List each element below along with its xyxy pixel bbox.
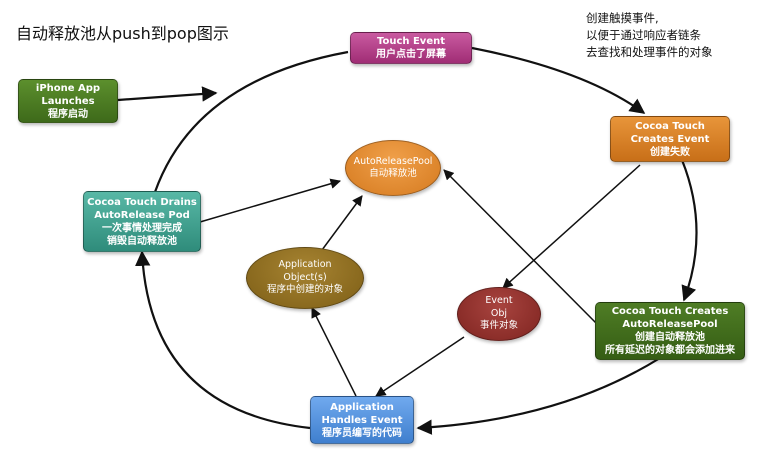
arrow-drains-to-pool <box>199 178 342 223</box>
node-label: Touch Event <box>376 36 446 47</box>
node-label: 一次事情处理完成 <box>102 222 182 234</box>
iphone-app-node: iPhone App Launches 程序启动 <box>18 79 118 123</box>
cocoa-drains-node: Cocoa Touch Drains AutoRelease Pod 一次事情处… <box>83 191 201 252</box>
note-line: 以便于通过响应者链条 <box>586 28 701 42</box>
note-line: 创建触摸事件, <box>586 11 659 25</box>
node-label: 程序中创建的对象 <box>266 284 343 296</box>
node-label: 用户点击了屏幕 <box>376 49 446 60</box>
arrow-cocoa-event-to-create-pool <box>680 159 698 302</box>
node-label: AutoRelease Pod <box>94 209 190 221</box>
arrow-handles-to-app-objects <box>311 307 357 397</box>
node-label: iPhone App <box>35 82 101 94</box>
node-label: Application <box>278 259 332 271</box>
node-label: 事件对象 <box>479 320 518 332</box>
cocoa-creates-event-node: Cocoa Touch Creates Event 创建失败 <box>610 116 730 162</box>
app-objects-node: Application Object(s) 程序中创建的对象 <box>246 247 364 309</box>
node-label: Obj <box>490 307 508 319</box>
node-label: 程序员编写的代码 <box>322 427 402 439</box>
node-label: Cocoa Touch <box>635 120 705 132</box>
node-label: 程序启动 <box>48 108 88 120</box>
touch-event-node: Touch Event 用户点击了屏幕 <box>350 32 472 64</box>
node-label: 销毁自动释放池 <box>107 235 177 247</box>
node-label: Event <box>485 295 513 307</box>
arrow-drains-to-touch <box>153 50 349 193</box>
node-label: 创建失败 <box>650 146 690 158</box>
diagram-title: 自动释放池从push到pop图示 <box>16 24 229 43</box>
node-label: 创建自动释放池 <box>635 332 705 343</box>
arrow-touch-to-cocoa-event <box>471 46 646 114</box>
annotation-note: 创建触摸事件, 以便于通过响应者链条 去查找和处理事件的对象 <box>586 10 713 61</box>
node-label: Handles Event <box>321 414 403 426</box>
autoreleasepool-node: AutoReleasePool 自动释放池 <box>345 140 441 196</box>
cocoa-creates-pool-node: Cocoa Touch Creates AutoReleasePool 创建自动… <box>595 302 745 360</box>
arrow-app-to-drains-arc <box>117 86 218 102</box>
node-label: AutoReleasePool <box>622 319 718 330</box>
event-obj-node: Event Obj 事件对象 <box>457 287 541 341</box>
node-label: Application <box>330 401 394 413</box>
node-label: AutoReleasePool <box>353 155 433 167</box>
node-label: Launches <box>41 95 95 107</box>
arrow-create-pool-to-handles <box>416 357 661 435</box>
arrow-app-objects-to-pool <box>321 195 363 251</box>
node-label: Cocoa Touch Creates <box>611 306 729 317</box>
app-handles-event-node: Application Handles Event 程序员编写的代码 <box>310 396 414 444</box>
node-label: Cocoa Touch Drains <box>87 196 197 208</box>
node-label: 所有延迟的对象都会添加进来 <box>605 345 735 356</box>
node-label: 自动释放池 <box>369 168 417 179</box>
arrow-event-obj-to-pool <box>443 169 599 326</box>
node-label: Object(s) <box>283 271 327 283</box>
arrow-event-obj-to-handles <box>375 336 465 397</box>
arrow-handles-to-drains <box>135 250 311 430</box>
arrow-cocoa-event-to-event-obj <box>502 164 641 289</box>
note-line: 去查找和处理事件的对象 <box>586 45 713 59</box>
node-label: Creates Event <box>630 133 710 145</box>
